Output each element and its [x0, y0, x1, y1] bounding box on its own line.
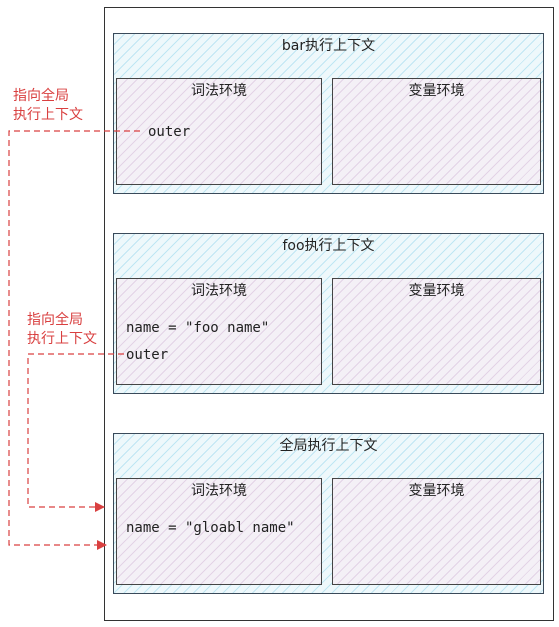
foo-outer-reference: outer: [126, 347, 169, 363]
global-variable-env-title: 变量环境: [408, 483, 465, 499]
foo-outer-annotation-line-1: 指向全局: [27, 312, 83, 328]
foo-lexical-environment: 词法环境 name = "foo name" outer: [116, 278, 322, 385]
bar-lexical-environment: 词法环境 outer: [116, 78, 322, 185]
bar-outer-annotation: 指向全局 执行上下文: [13, 87, 83, 125]
bar-outer-annotation-line-2: 执行上下文: [13, 107, 83, 123]
global-context-title: 全局执行上下文: [279, 438, 378, 454]
bar-lexical-env-title: 词法环境: [191, 83, 247, 99]
bar-context-title: bar执行上下文: [281, 38, 376, 54]
foo-outer-annotation-line-2: 执行上下文: [27, 331, 97, 347]
foo-context-title: foo执行上下文: [282, 238, 375, 254]
global-name-binding: name = "gloabl name": [126, 520, 295, 536]
bar-variable-environment: 变量环境: [332, 78, 541, 185]
foo-variable-environment: 变量环境: [332, 278, 541, 385]
foo-outer-annotation: 指向全局 执行上下文: [27, 311, 97, 349]
global-lexical-environment: 词法环境 name = "gloabl name": [116, 478, 322, 585]
foo-variable-env-title: 变量环境: [408, 283, 465, 299]
bar-outer-annotation-line-1: 指向全局: [13, 88, 69, 104]
global-variable-environment: 变量环境: [332, 478, 541, 585]
bar-outer-reference: outer: [148, 124, 191, 140]
bar-variable-env-title: 变量环境: [408, 83, 465, 99]
foo-name-binding: name = "foo name": [126, 320, 270, 336]
foo-lexical-env-title: 词法环境: [191, 283, 247, 299]
global-lexical-env-title: 词法环境: [191, 483, 247, 499]
